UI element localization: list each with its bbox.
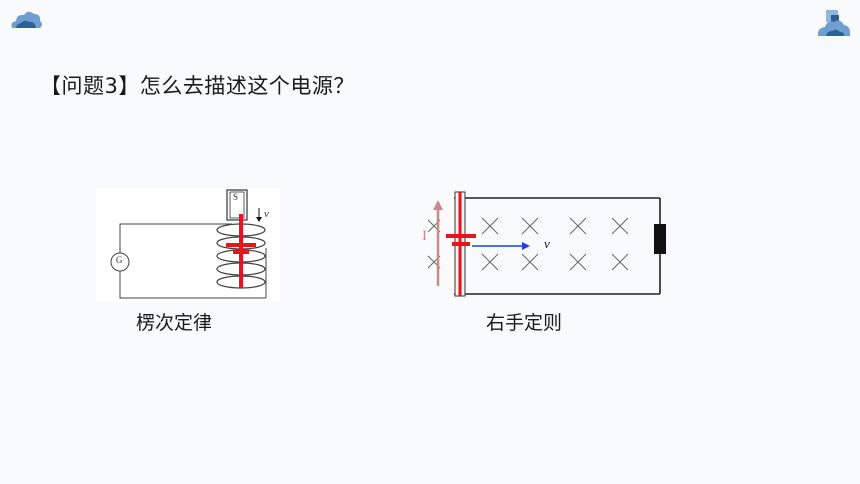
right-hand-rule-diagram: I v [418,190,674,300]
current-label: I [422,228,427,244]
cloud-icon [817,10,851,36]
velocity-label: v [264,208,269,220]
page-title: 【问题3】怎么去描述这个电源？ [40,74,355,98]
magnet-label: S [233,192,239,202]
lenz-law-caption: 楞次定律 [136,312,213,334]
cloud-icon [11,11,42,28]
right-hand-rule-caption: 右手定则 [486,312,563,334]
velocity-label: v [544,236,550,251]
galvanometer-label: G [116,255,123,265]
lenz-law-diagram: G S v [96,188,280,302]
